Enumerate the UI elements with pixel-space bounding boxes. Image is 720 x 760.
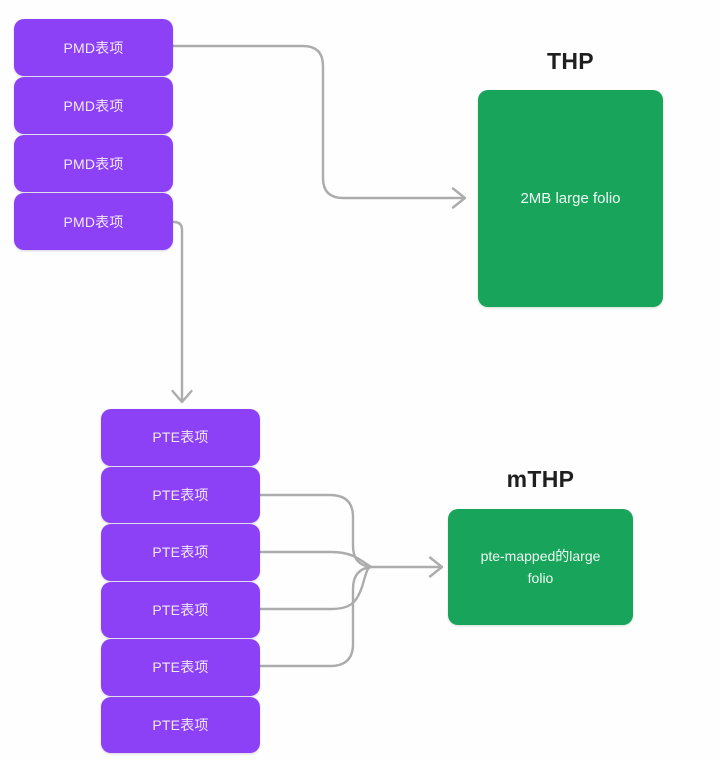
pmd-entry: PMD表项: [14, 135, 173, 192]
pmd-entry: PMD表项: [14, 19, 173, 76]
pmd-stack: PMD表项 PMD表项 PMD表项 PMD表项: [14, 19, 173, 250]
mthp-box-label: pte-mapped的large folio: [480, 547, 601, 586]
pte-entry: PTE表项: [101, 696, 260, 753]
mthp-title: mTHP: [506, 466, 575, 492]
pmd-entry: PMD表项: [14, 193, 173, 250]
pte-stack: PTE表项 PTE表项 PTE表项 PTE表项 PTE表项 PTE表项: [101, 409, 260, 753]
thp-box: 2MB large folio: [478, 90, 663, 307]
line-pte4-to-merge: [257, 565, 373, 611]
arrow-pmd1-to-thp: [171, 44, 465, 200]
line-pte5-to-merge: [257, 565, 373, 668]
pte-entry: PTE表项: [101, 409, 260, 466]
pte-entry: PTE表项: [101, 639, 260, 696]
thp-box-label: 2MB large folio: [520, 190, 621, 207]
arrow-pmd4-to-pte-stack: [172, 220, 184, 401]
arrowhead-pte-stack-icon: [171, 389, 193, 404]
mthp-box: pte-mapped的large folio: [448, 509, 633, 625]
line-pte2-to-merge: [257, 493, 373, 569]
thp-title: THP: [547, 48, 594, 74]
line-pte3-to-merge: [257, 550, 373, 569]
pte-entry: PTE表项: [101, 524, 260, 581]
pmd-entry: PMD表项: [14, 77, 173, 134]
arrowhead-thp-icon: [451, 187, 467, 209]
arrowhead-mthp-icon: [428, 556, 444, 578]
pte-entry: PTE表项: [101, 466, 260, 523]
pte-entry: PTE表项: [101, 581, 260, 638]
